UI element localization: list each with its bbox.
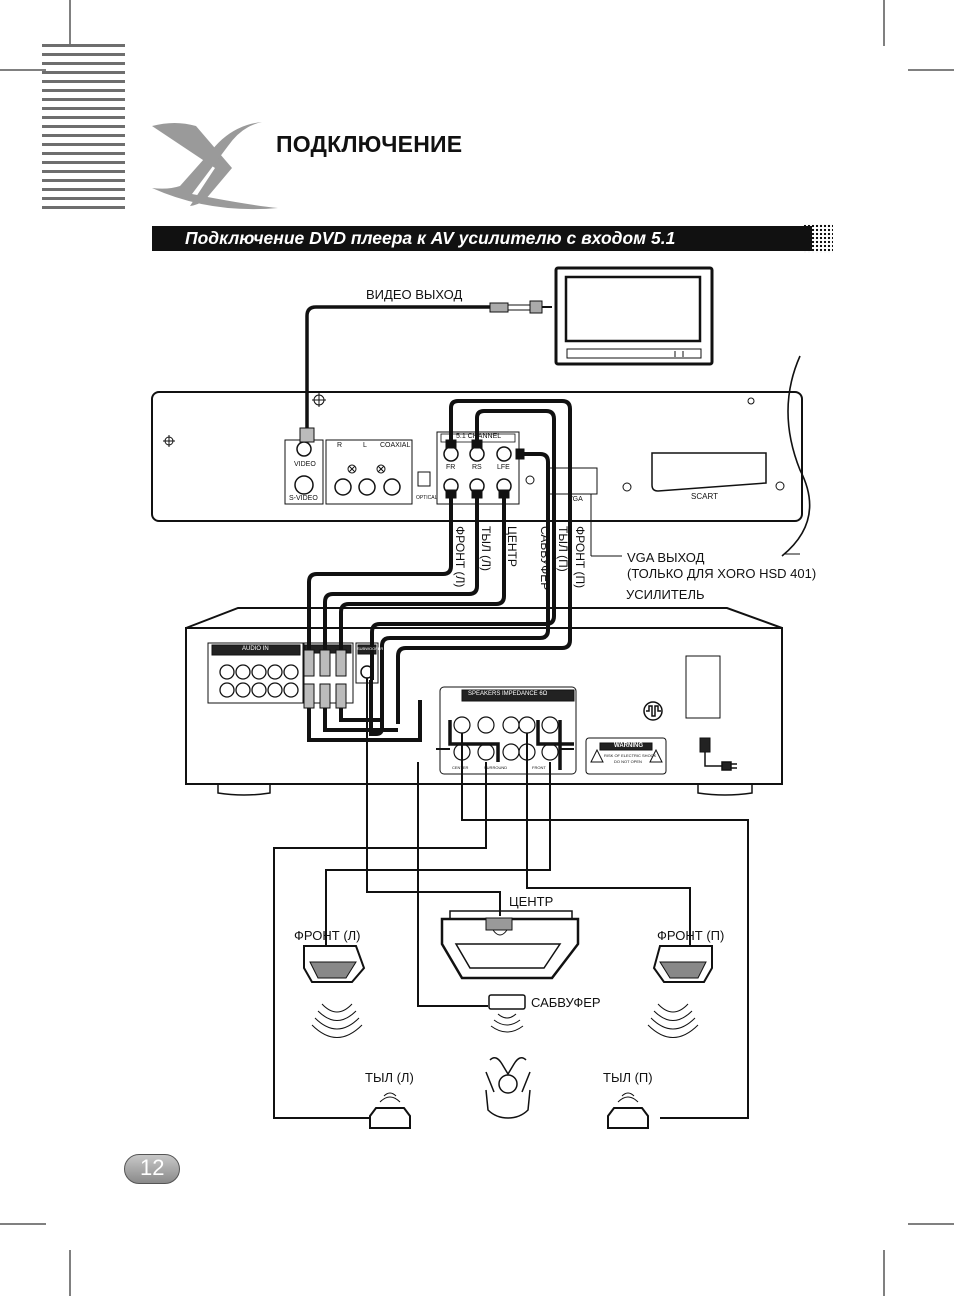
amp-warning-text-1: RISK OF ELECTRIC SHOCK xyxy=(604,753,657,758)
dvd-video-label: VIDEO xyxy=(294,461,316,468)
section-heading: Подключение DVD плеера к AV усилителю с … xyxy=(185,228,676,248)
audio-cables xyxy=(307,399,572,742)
banner-stipple xyxy=(803,224,833,253)
speaker-label-rear-r: ТЫЛ (П) xyxy=(603,1070,653,1085)
dvd-svideo-label: S-VIDEO xyxy=(289,495,318,502)
speaker-wires xyxy=(273,678,749,1119)
speaker-icon xyxy=(303,910,713,1129)
page-number: 12 xyxy=(140,1155,165,1180)
amp-front-terminal-label: FRONT xyxy=(532,765,546,770)
amplifier-label: УСИЛИТЕЛЬ xyxy=(626,587,705,602)
page-title: ПОДКЛЮЧЕНИЕ xyxy=(276,131,463,157)
cable-label-rear-l: ТЫЛ (Л) xyxy=(479,526,493,572)
dvd-audio-r-label: R xyxy=(337,442,343,449)
vga-out-note: (ТОЛЬКО ДЛЯ XORO HSD 401) xyxy=(627,566,817,581)
amp-center-terminal-label: CENTER xyxy=(452,765,469,770)
dvd-five-one-label: 5.1 CHANNEL xyxy=(456,433,502,440)
amp-warning-text-2: DO NOT OPEN xyxy=(614,759,642,764)
speaker-label-front-r: ФРОНТ (П) xyxy=(657,928,725,943)
listener-icon xyxy=(485,1057,531,1119)
fuse-icon xyxy=(643,701,663,721)
video-out-label: ВИДЕО ВЫХОД xyxy=(366,287,463,302)
dvd-scart-label: SCART xyxy=(691,492,718,501)
dvd-rs-label: RS xyxy=(472,464,482,471)
dvd-fr-label: FR xyxy=(446,464,456,471)
speaker-label-rear-l: ТЫЛ (Л) xyxy=(365,1070,414,1085)
cable-label-sub: САБВУФЕР xyxy=(538,526,552,591)
cable-label-front-l: ФРОНТ (Л) xyxy=(453,526,467,588)
page-number-badge xyxy=(124,1154,180,1184)
speaker-label-subwoofer: САБВУФЕР xyxy=(531,995,601,1010)
dvd-coaxial-label: COAXIAL xyxy=(380,442,411,449)
video-cable xyxy=(305,305,490,442)
tv-icon xyxy=(554,266,714,366)
side-stripes xyxy=(42,44,125,209)
cable-label-rear-r: ТЫЛ (П) xyxy=(556,526,570,572)
video-plug-icon xyxy=(489,300,552,314)
warning-icon xyxy=(590,748,663,763)
section-banner xyxy=(152,226,812,251)
dvd-vga-label: VGA xyxy=(568,496,583,503)
xoro-logo-icon xyxy=(152,122,278,210)
rca-plugs xyxy=(299,427,525,709)
speaker-label-front-l: ФРОНТ (Л) xyxy=(294,928,361,943)
sound-waves xyxy=(311,929,699,1103)
dvd-optical-label: OPTICAL xyxy=(416,495,438,501)
amp-subwoofer-label: SUBWOOFER xyxy=(357,646,384,651)
amp-speakers-label: SPEAKERS IMPEDANCE 6Ω xyxy=(468,691,548,697)
dvd-lfe-label: LFE xyxy=(497,464,510,471)
cable-label-front-r: ФРОНТ (П) xyxy=(573,526,587,589)
amp-warning-label: WARNING xyxy=(614,743,643,749)
amp-audio-in-label: AUDIO IN xyxy=(242,646,269,652)
vga-out-label: VGA ВЫХОД xyxy=(627,550,705,565)
cable-label-center: ЦЕНТР xyxy=(505,526,519,567)
speaker-label-center: ЦЕНТР xyxy=(509,894,554,909)
amp-surround-terminal-label: SURROUND xyxy=(484,765,508,770)
power-plug-icon xyxy=(704,752,737,771)
dvd-audio-l-label: L xyxy=(363,442,367,449)
